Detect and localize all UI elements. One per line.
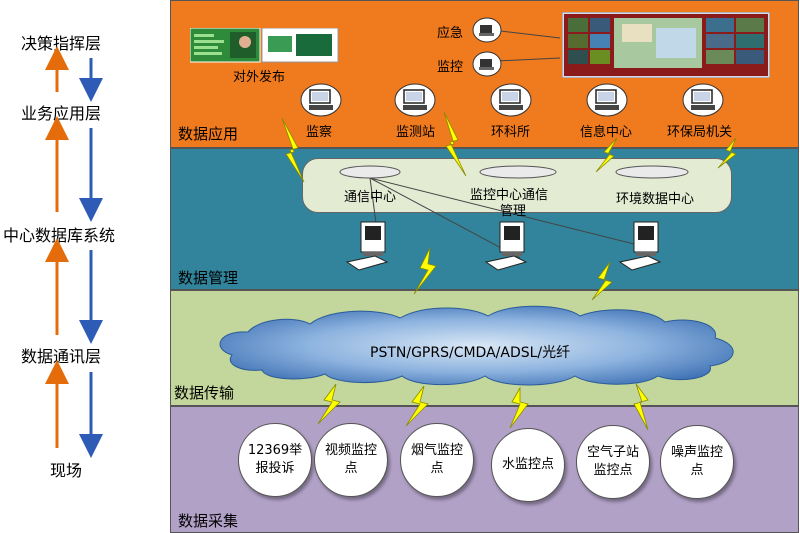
source-water: 水监控点 — [491, 428, 565, 502]
bolt-flue — [405, 385, 429, 427]
station-label-epb: 环保局机关 — [667, 125, 733, 140]
layer-label-database: 中心数据库系统 — [3, 226, 116, 245]
video-wall-screens — [568, 18, 764, 68]
center-label-monitor: 监控中心通信 — [470, 188, 549, 203]
layer-label-decision: 决策指挥层 — [21, 34, 102, 53]
source-flue-line2: 点 — [430, 461, 444, 476]
server-disk-monitor — [479, 165, 557, 179]
pc-icon-3 — [618, 221, 662, 271]
server-disk-env — [615, 165, 689, 179]
pc-icon-2 — [484, 221, 528, 271]
source-complaint-line2: 报投诉 — [255, 461, 295, 476]
server-disk-comm — [339, 165, 401, 179]
source-video-line2: 点 — [344, 461, 358, 476]
bolt-air — [633, 383, 649, 431]
layer-label-comm: 数据通讯层 — [21, 347, 102, 366]
monitor-label: 监控 — [437, 60, 464, 75]
source-noise: 噪声监控点 — [660, 425, 734, 499]
source-video-line1: 视频监控 — [324, 443, 377, 459]
center-label-comm: 通信中心 — [344, 190, 397, 205]
band-label-mgmt: 数据管理 — [178, 269, 239, 287]
monitor-phone-icon — [472, 51, 502, 77]
station-label-inspection: 监察 — [306, 125, 333, 140]
bolt-monitoring — [443, 111, 467, 177]
network-cloud — [219, 305, 734, 386]
publish-screen — [190, 28, 339, 63]
bolt-mgmt-1 — [413, 247, 437, 295]
layer-arrows — [45, 46, 103, 458]
source-air-line1: 空气子站 — [586, 445, 639, 461]
source-flue-line1: 烟气监控 — [410, 443, 463, 459]
source-noise-line1: 噪声监控 — [670, 445, 723, 461]
station-label-research: 环科所 — [491, 125, 531, 140]
source-water-line1: 水监控点 — [501, 457, 554, 473]
source-video: 视频监控点 — [314, 423, 388, 497]
source-flue: 烟气监控点 — [400, 423, 474, 497]
layer-label-field: 现场 — [50, 461, 83, 480]
bolt-info-center — [595, 137, 618, 173]
station-icon-epb — [682, 83, 724, 117]
station-icon-monitoring — [394, 83, 436, 117]
band-label-collect: 数据采集 — [178, 512, 239, 530]
video-wall — [562, 12, 770, 78]
band-label-trans: 数据传输 — [174, 384, 235, 402]
source-noise-line2: 点 — [690, 463, 704, 478]
emergency-phone-icon — [472, 17, 502, 43]
bolt-inspection — [281, 117, 305, 183]
source-air: 空气子站监控点 — [576, 425, 650, 499]
link-comm-center-pc3 — [369, 177, 651, 249]
bolt-mgmt-2 — [591, 261, 613, 301]
station-icon-inspection — [300, 83, 342, 117]
publish-label: 对外发布 — [233, 70, 286, 85]
bolt-epb — [717, 137, 737, 169]
station-icon-info-center — [586, 83, 628, 117]
station-label-monitoring: 监测站 — [396, 125, 436, 140]
source-complaint: 12369举报投诉 — [238, 423, 312, 497]
layer-label-business: 业务应用层 — [21, 104, 102, 123]
station-icon-research — [490, 83, 532, 117]
bolt-video — [317, 383, 341, 425]
pc-icon-1 — [345, 221, 389, 271]
source-air-line2: 监控点 — [593, 463, 633, 478]
source-complaint-line1: 12369举 — [247, 443, 303, 459]
center-label-env: 环境数据中心 — [616, 192, 695, 207]
station-label-info-center: 信息中心 — [580, 125, 633, 140]
band-label-app: 数据应用 — [178, 125, 239, 143]
bolt-water — [509, 386, 529, 429]
emergency-label: 应急 — [437, 26, 464, 41]
network-label: PSTN/GPRS/CMDA/ADSL/光纤 — [370, 345, 571, 361]
link-comm-center-pc2 — [369, 177, 521, 259]
center-label-monitor-2: 管理 — [500, 204, 527, 219]
